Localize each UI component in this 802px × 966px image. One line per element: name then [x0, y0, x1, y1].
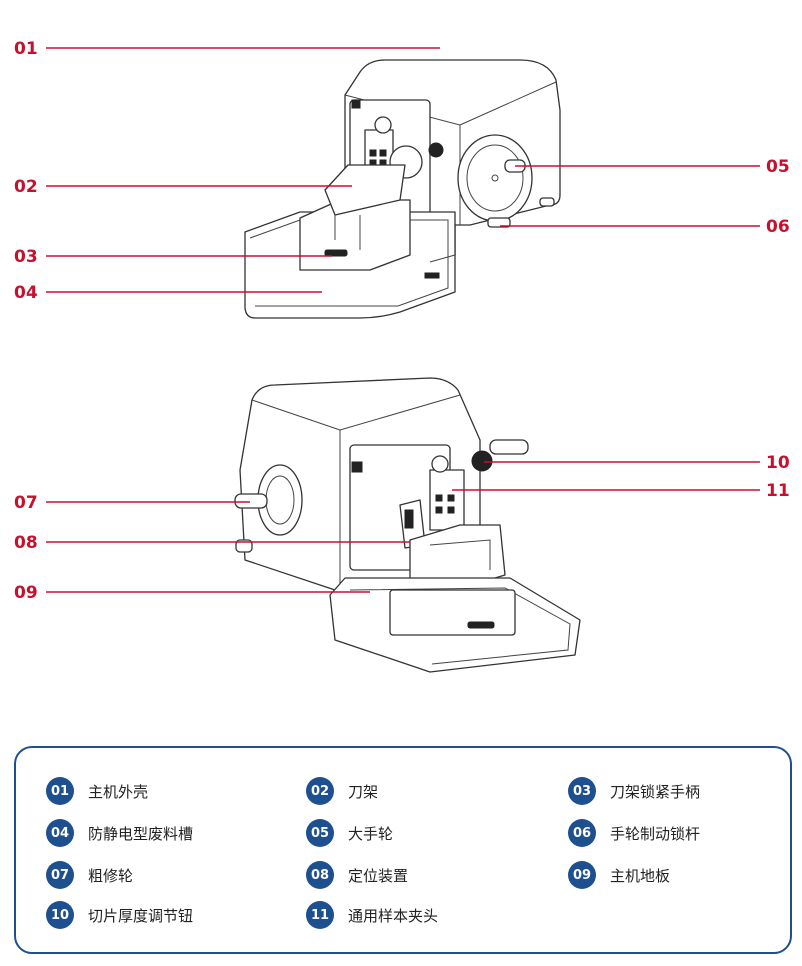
legend-item-04: 04 防静电型废料槽: [46, 818, 193, 848]
legend-label: 切片厚度调节钮: [88, 906, 194, 925]
legend-label: 手轮制动锁杆: [610, 824, 701, 843]
legend-badge: 08: [306, 861, 334, 889]
callout-labels: 01 02 03 04 05 06 07 08 09 10 11: [14, 39, 790, 603]
legend-badge: 06: [568, 819, 596, 847]
legend-item-09: 09 主机地板: [568, 860, 670, 890]
legend-item-05: 05 大手轮: [306, 818, 393, 848]
legend-label: 粗修轮: [88, 866, 134, 885]
legend-label: 防静电型废料槽: [88, 824, 194, 843]
legend-label: 大手轮: [348, 824, 394, 843]
legend-badge: 10: [46, 901, 74, 929]
legend-badge: 01: [46, 777, 74, 805]
legend-item-01: 01 主机外壳: [46, 776, 148, 806]
callout-06: 06: [766, 217, 790, 237]
legend-item-03: 03 刀架锁紧手柄: [568, 776, 700, 806]
callout-05: 05: [766, 157, 790, 177]
callout-10: 10: [766, 453, 790, 473]
legend-label: 刀架: [348, 782, 379, 801]
leader-lines: [46, 47, 760, 593]
legend-badge: 02: [306, 777, 334, 805]
callout-07: 07: [14, 493, 38, 513]
legend-badge: 03: [568, 777, 596, 805]
legend-label: 定位装置: [348, 866, 409, 885]
callout-09: 09: [14, 583, 38, 603]
legend-label: 通用样本夹头: [348, 906, 439, 925]
legend-label: 主机地板: [610, 866, 671, 885]
legend-badge: 07: [46, 861, 74, 889]
legend-item-02: 02 刀架: [306, 776, 378, 806]
legend-panel: 01 主机外壳 02 刀架 03 刀架锁紧手柄 04 防静电型废料槽 05 大手…: [14, 746, 792, 954]
legend-item-08: 08 定位装置: [306, 860, 408, 890]
legend-item-06: 06 手轮制动锁杆: [568, 818, 700, 848]
legend-label: 主机外壳: [88, 782, 149, 801]
legend-item-11: 11 通用样本夹头: [306, 900, 438, 930]
callout-03: 03: [14, 247, 38, 267]
microtome-bottom-illustration: [234, 377, 581, 673]
callout-04: 04: [14, 283, 38, 303]
legend-label: 刀架锁紧手柄: [610, 782, 701, 801]
microtome-diagram: 01 02 03 04 05 06 07 08 09 10 11: [14, 39, 790, 673]
callout-08: 08: [14, 533, 38, 553]
callout-01: 01: [14, 39, 38, 59]
callout-02: 02: [14, 177, 38, 197]
legend-badge: 05: [306, 819, 334, 847]
legend-badge: 09: [568, 861, 596, 889]
legend-badge: 11: [306, 901, 334, 929]
microtome-top-illustration: [244, 59, 561, 319]
legend-item-10: 10 切片厚度调节钮: [46, 900, 193, 930]
legend-item-07: 07 粗修轮: [46, 860, 133, 890]
callout-11: 11: [766, 481, 790, 501]
legend-badge: 04: [46, 819, 74, 847]
